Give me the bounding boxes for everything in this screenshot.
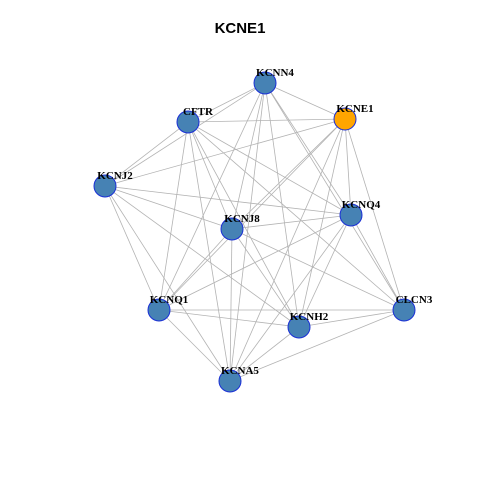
edge-kcnn4-clcn3 xyxy=(264,82,405,311)
node-clcn3 xyxy=(392,298,416,322)
edge-kcnq4-kcna5 xyxy=(229,214,352,382)
edge-kcnq4-kcnh2 xyxy=(298,214,352,328)
edge-kcnq1-kcna5 xyxy=(158,309,231,382)
node-label-kcnq1: KCNQ1 xyxy=(150,294,189,306)
edge-kcnj2-kcnh2 xyxy=(104,185,300,328)
edge-kcnj2-kcnq4 xyxy=(104,185,352,216)
edge-kcne1-kcnq1 xyxy=(158,118,346,311)
edge-kcnn4-kcnq4 xyxy=(264,82,352,216)
node-label-clcn3: CLCN3 xyxy=(396,294,433,306)
edge-kcnj8-kcnq1 xyxy=(158,228,233,311)
edge-kcne1-kcnj8 xyxy=(231,118,346,230)
edge-cftr-kcnj8 xyxy=(187,121,233,230)
edge-layer xyxy=(104,82,405,382)
graph-title: KCNE1 xyxy=(214,20,266,37)
node-kcnj2 xyxy=(93,174,117,198)
node-label-kcne1: KCNE1 xyxy=(336,103,373,115)
edge-cftr-kcnq4 xyxy=(187,121,352,216)
node-label-kcnj2: KCNJ2 xyxy=(97,170,133,182)
node-layer xyxy=(93,71,416,393)
edge-cftr-kcnq1 xyxy=(158,121,189,311)
edge-kcnj2-kcna5 xyxy=(104,185,231,382)
edge-kcnj2-kcnj8 xyxy=(104,185,233,230)
node-label-kcnh2: KCNH2 xyxy=(290,311,329,323)
edge-cftr-kcna5 xyxy=(187,121,231,382)
edge-cftr-kcnh2 xyxy=(187,121,300,328)
node-label-kcnn4: KCNN4 xyxy=(256,67,294,79)
node-kcne1 xyxy=(333,107,357,131)
node-kcnn4 xyxy=(253,71,277,95)
edge-kcnn4-kcne1 xyxy=(264,82,346,120)
node-label-kcnj8: KCNJ8 xyxy=(224,213,260,225)
edge-cftr-kcne1 xyxy=(187,118,346,123)
edge-kcne1-clcn3 xyxy=(344,118,405,311)
node-label-cftr: CFTR xyxy=(183,106,214,118)
edge-kcnh2-kcna5 xyxy=(229,326,300,382)
edge-kcne1-kcnh2 xyxy=(298,118,346,328)
node-kcnj8 xyxy=(220,217,244,241)
edge-kcnq4-clcn3 xyxy=(350,214,405,311)
node-kcnq1 xyxy=(147,298,171,322)
edge-cftr-clcn3 xyxy=(187,121,405,311)
edge-kcne1-kcnj2 xyxy=(104,118,346,187)
edge-kcnn4-cftr xyxy=(187,82,266,123)
edge-kcnn4-kcnj8 xyxy=(231,82,266,230)
edge-kcne1-kcna5 xyxy=(229,118,346,382)
edge-kcne1-kcnq4 xyxy=(344,118,352,216)
node-kcnq4 xyxy=(339,203,363,227)
edge-kcnj2-kcnq1 xyxy=(104,185,160,311)
edge-kcnn4-kcnj2 xyxy=(104,82,266,187)
edge-kcnq1-kcnh2 xyxy=(158,309,300,328)
node-label-kcnq4: KCNQ4 xyxy=(342,199,381,211)
node-label-kcna5: KCNA5 xyxy=(221,365,259,377)
node-cftr xyxy=(176,110,200,134)
edge-kcnj8-kcnh2 xyxy=(231,228,300,328)
edge-kcnq4-kcnj8 xyxy=(231,214,352,230)
edge-kcnj8-clcn3 xyxy=(231,228,405,311)
edge-clcn3-kcnh2 xyxy=(298,309,405,328)
edge-clcn3-kcna5 xyxy=(229,309,405,382)
edge-kcnj8-kcna5 xyxy=(229,228,233,382)
node-kcnh2 xyxy=(287,315,311,339)
node-kcna5 xyxy=(218,369,242,393)
edge-kcnn4-kcnh2 xyxy=(264,82,300,328)
edge-cftr-kcnj2 xyxy=(104,121,189,187)
